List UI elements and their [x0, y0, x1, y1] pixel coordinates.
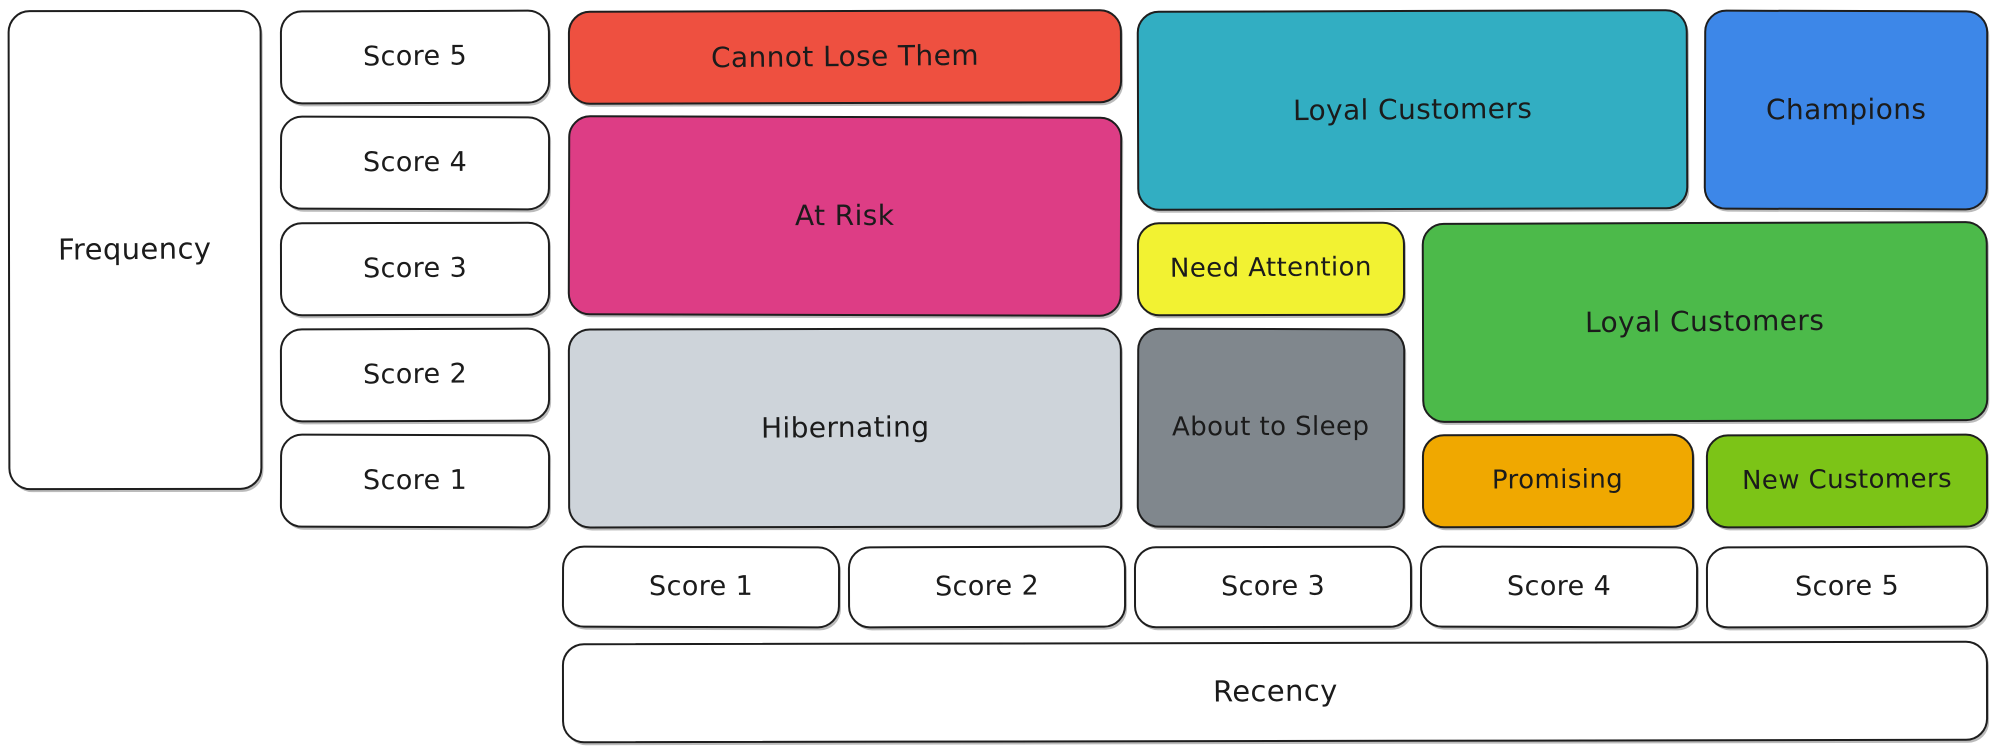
- frequency-score-4-label: Score 4: [362, 147, 468, 179]
- frequency-score-5-label: Score 5: [362, 40, 468, 73]
- frequency-score-3-label: Score 3: [362, 253, 468, 285]
- segment-need-attention-label: Need Attention: [1169, 252, 1373, 284]
- recency-score-3-label: Score 3: [1220, 571, 1326, 603]
- recency-score-1[interactable]: Score 1: [561, 545, 841, 629]
- recency-score-2-label: Score 2: [934, 570, 1040, 603]
- frequency-score-1-label: Score 1: [362, 465, 468, 497]
- segment-champions-label: Champions: [1765, 92, 1927, 127]
- segment-new-customers[interactable]: New Customers: [1705, 433, 1989, 529]
- recency-score-5-label: Score 5: [1794, 570, 1900, 603]
- frequency-score-3[interactable]: Score 3: [279, 221, 551, 317]
- segment-loyal-customers-teal[interactable]: Loyal Customers: [1136, 9, 1689, 211]
- segment-hibernating[interactable]: Hibernating: [567, 327, 1123, 529]
- frequency-axis-label: Frequency: [58, 231, 212, 267]
- segment-at-risk[interactable]: At Risk: [567, 115, 1123, 317]
- segment-loyal-customers-green[interactable]: Loyal Customers: [1421, 221, 1989, 423]
- segment-need-attention[interactable]: Need Attention: [1136, 221, 1406, 317]
- recency-score-5[interactable]: Score 5: [1705, 545, 1989, 629]
- segment-about-to-sleep-label: About to Sleep: [1172, 411, 1370, 443]
- segment-cannot-lose-them-label: Cannot Lose Them: [710, 38, 980, 75]
- frequency-score-2[interactable]: Score 2: [279, 327, 551, 423]
- segment-loyal-customers-green-label: Loyal Customers: [1585, 303, 1825, 340]
- frequency-score-2-label: Score 2: [362, 358, 468, 391]
- frequency-score-1[interactable]: Score 1: [279, 433, 551, 529]
- segment-promising-label: Promising: [1492, 464, 1624, 496]
- segment-about-to-sleep[interactable]: About to Sleep: [1136, 327, 1406, 529]
- segment-loyal-customers-teal-label: Loyal Customers: [1292, 91, 1533, 128]
- frequency-score-4[interactable]: Score 4: [279, 115, 551, 211]
- recency-score-4-label: Score 4: [1506, 571, 1612, 603]
- segment-hibernating-label: Hibernating: [760, 410, 930, 445]
- recency-score-3[interactable]: Score 3: [1133, 545, 1413, 629]
- recency-score-1-label: Score 1: [648, 571, 754, 603]
- recency-score-4[interactable]: Score 4: [1419, 545, 1699, 629]
- frequency-score-5[interactable]: Score 5: [279, 9, 551, 105]
- segment-promising[interactable]: Promising: [1421, 433, 1695, 529]
- segment-champions[interactable]: Champions: [1703, 9, 1989, 211]
- recency-axis-title: Recency: [561, 640, 1989, 744]
- segment-cannot-lose-them[interactable]: Cannot Lose Them: [567, 9, 1123, 105]
- segment-at-risk-label: At Risk: [795, 198, 895, 233]
- recency-score-2[interactable]: Score 2: [847, 545, 1127, 629]
- segment-new-customers-label: New Customers: [1741, 464, 1953, 497]
- frequency-axis-title: Frequency: [7, 9, 263, 491]
- recency-axis-label: Recency: [1212, 673, 1338, 709]
